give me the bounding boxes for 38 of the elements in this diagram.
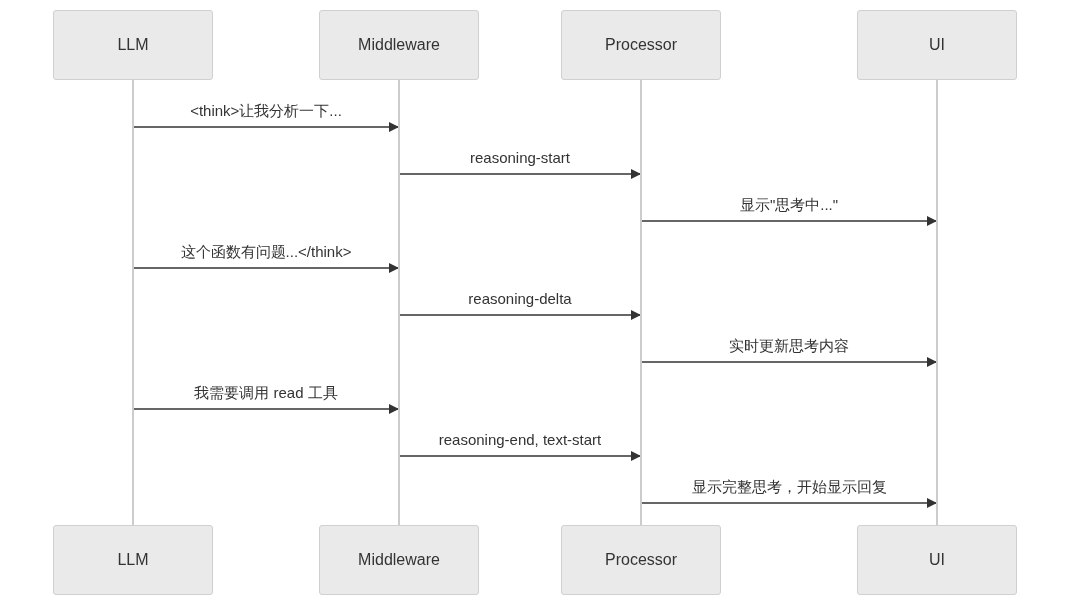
message-arrow bbox=[641, 216, 937, 226]
lifeline bbox=[398, 80, 400, 525]
participant-name: Middleware bbox=[358, 36, 440, 54]
message-label: reasoning-start bbox=[469, 149, 571, 167]
message-label: reasoning-end, text-start bbox=[438, 431, 602, 449]
participant-name: Processor bbox=[605, 551, 677, 569]
lifeline bbox=[640, 80, 642, 525]
message-arrow bbox=[399, 169, 641, 179]
participant-name: UI bbox=[929, 36, 945, 54]
message-arrow bbox=[399, 451, 641, 461]
participant-box bbox=[857, 525, 1017, 595]
participant-box bbox=[53, 10, 213, 80]
participant-box bbox=[561, 10, 721, 80]
participant-name: LLM bbox=[117, 36, 149, 54]
message-arrow bbox=[399, 310, 641, 320]
message-label: <think>让我分析一下... bbox=[190, 102, 342, 120]
participant-box bbox=[319, 525, 479, 595]
message-label: 实时更新思考内容 bbox=[729, 337, 849, 355]
message-arrow bbox=[133, 122, 399, 132]
participant-name: LLM bbox=[117, 551, 149, 569]
participant-box bbox=[561, 525, 721, 595]
message-arrow bbox=[133, 404, 399, 414]
message-arrow bbox=[641, 357, 937, 367]
lifeline bbox=[936, 80, 938, 525]
message-label: 显示"思考中..." bbox=[739, 196, 839, 214]
message-arrow bbox=[133, 263, 399, 273]
participant-name: Processor bbox=[605, 36, 677, 54]
participant-name: UI bbox=[929, 551, 945, 569]
message-label: 显示完整思考，开始显示回复 bbox=[691, 478, 887, 496]
message-label: 这个函数有问题...</think> bbox=[180, 243, 352, 261]
message-label: reasoning-delta bbox=[468, 290, 572, 308]
participant-box bbox=[53, 525, 213, 595]
participant-box bbox=[319, 10, 479, 80]
lifeline bbox=[132, 80, 134, 525]
message-arrow bbox=[641, 498, 937, 508]
message-label: 我需要调用 read 工具 bbox=[194, 384, 338, 402]
participant-name: Middleware bbox=[358, 551, 440, 569]
participant-box bbox=[857, 10, 1017, 80]
